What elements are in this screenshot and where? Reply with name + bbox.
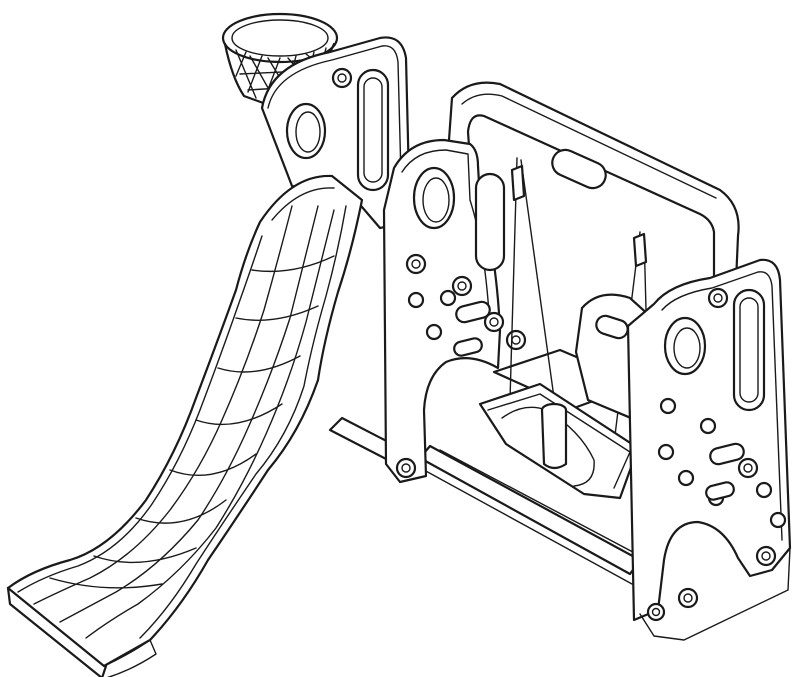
slide-end-lip bbox=[6, 586, 108, 677]
peg-hole bbox=[769, 511, 787, 529]
bolt-icon bbox=[331, 67, 353, 89]
bolt-icon-core bbox=[411, 259, 421, 269]
peg-hole bbox=[659, 397, 677, 415]
slide-groove bbox=[59, 205, 319, 623]
bolt-icon bbox=[677, 587, 699, 609]
bolt-icon bbox=[405, 253, 427, 275]
top-bar-edge bbox=[461, 93, 717, 199]
left-panel-hole bbox=[412, 166, 456, 230]
right-panel-handle-slot-inner bbox=[739, 297, 759, 403]
slide-left-rail bbox=[17, 187, 335, 593]
swing-top-bar bbox=[446, 81, 740, 284]
bolt-icon-core bbox=[651, 607, 661, 617]
seat-leg-opening bbox=[501, 406, 595, 487]
bolt-icon-core bbox=[761, 551, 771, 561]
bolt-icon-core bbox=[401, 463, 411, 473]
bolt-icon-core bbox=[743, 463, 753, 473]
left-swing-panel bbox=[382, 138, 527, 484]
bolt-icon bbox=[505, 329, 527, 351]
grip-slot bbox=[709, 442, 745, 466]
slide-rib bbox=[93, 547, 197, 564]
right-panel-hole bbox=[663, 316, 707, 376]
bolt-icon bbox=[737, 457, 759, 479]
seat-base-edge bbox=[487, 393, 631, 489]
right-panel-foot bbox=[639, 547, 791, 641]
hoop-rim bbox=[221, 12, 339, 64]
bolt-icon bbox=[707, 287, 729, 309]
peg-hole bbox=[657, 443, 675, 461]
back-panel-handle-slot bbox=[356, 68, 390, 192]
grip-slot bbox=[705, 481, 735, 501]
bolt-icon bbox=[451, 275, 473, 297]
slide-right-rail bbox=[139, 205, 347, 639]
left-panel-edge bbox=[401, 149, 491, 331]
grip-slot bbox=[453, 337, 483, 357]
peg-hole bbox=[755, 481, 773, 499]
slide-groove bbox=[33, 205, 293, 605]
peg-hole bbox=[407, 291, 425, 309]
back-panel-edge bbox=[267, 45, 403, 217]
slide-rib bbox=[235, 305, 319, 321]
slide-rib bbox=[49, 577, 163, 589]
back-panel-handle-slot-inner bbox=[363, 77, 383, 183]
left-panel-handle-slot bbox=[474, 172, 506, 272]
seat-post bbox=[540, 409, 568, 470]
top-bar-body bbox=[446, 81, 740, 284]
slide-rib bbox=[251, 255, 335, 273]
back-climb-panel bbox=[260, 36, 412, 230]
left-panel-hole-inner bbox=[422, 177, 450, 223]
slide-rib bbox=[217, 355, 301, 373]
hoop-rim-inner bbox=[231, 19, 329, 57]
bolt-icon-core bbox=[683, 593, 693, 603]
slide-rib bbox=[135, 499, 227, 524]
peg-hole bbox=[677, 469, 695, 487]
slide-end-edge bbox=[103, 639, 157, 677]
base-rail-edge bbox=[423, 449, 649, 585]
bolt-icon bbox=[646, 602, 666, 622]
slide-body bbox=[6, 174, 364, 668]
bolt-icon bbox=[395, 457, 417, 479]
bolt-icon-core bbox=[489, 317, 499, 327]
bolt-icon-core bbox=[337, 73, 347, 83]
right-panel-handle-slot bbox=[732, 288, 766, 412]
left-panel-body bbox=[382, 138, 502, 484]
peg-hole bbox=[439, 289, 457, 307]
bolt-icon bbox=[483, 311, 505, 333]
slide-rib bbox=[169, 453, 257, 476]
slide-rib bbox=[195, 403, 283, 426]
bolt-icon-core bbox=[713, 293, 723, 303]
bolt-icon bbox=[755, 545, 777, 567]
back-panel-hole-inner bbox=[295, 111, 321, 153]
peg-hole bbox=[699, 417, 717, 435]
slide-groove bbox=[85, 209, 335, 639]
swing-chain bbox=[520, 159, 557, 413]
right-swing-panel bbox=[626, 258, 792, 641]
right-panel-edge bbox=[661, 271, 783, 541]
peg-hole bbox=[425, 323, 443, 341]
chain-hook bbox=[510, 164, 526, 202]
bolt-icon-core bbox=[457, 281, 467, 291]
top-bar-slot bbox=[551, 148, 607, 190]
slide bbox=[6, 174, 364, 677]
grip-slot bbox=[455, 300, 491, 324]
chain-hook bbox=[632, 232, 648, 268]
right-panel-hole-inner bbox=[673, 327, 701, 369]
